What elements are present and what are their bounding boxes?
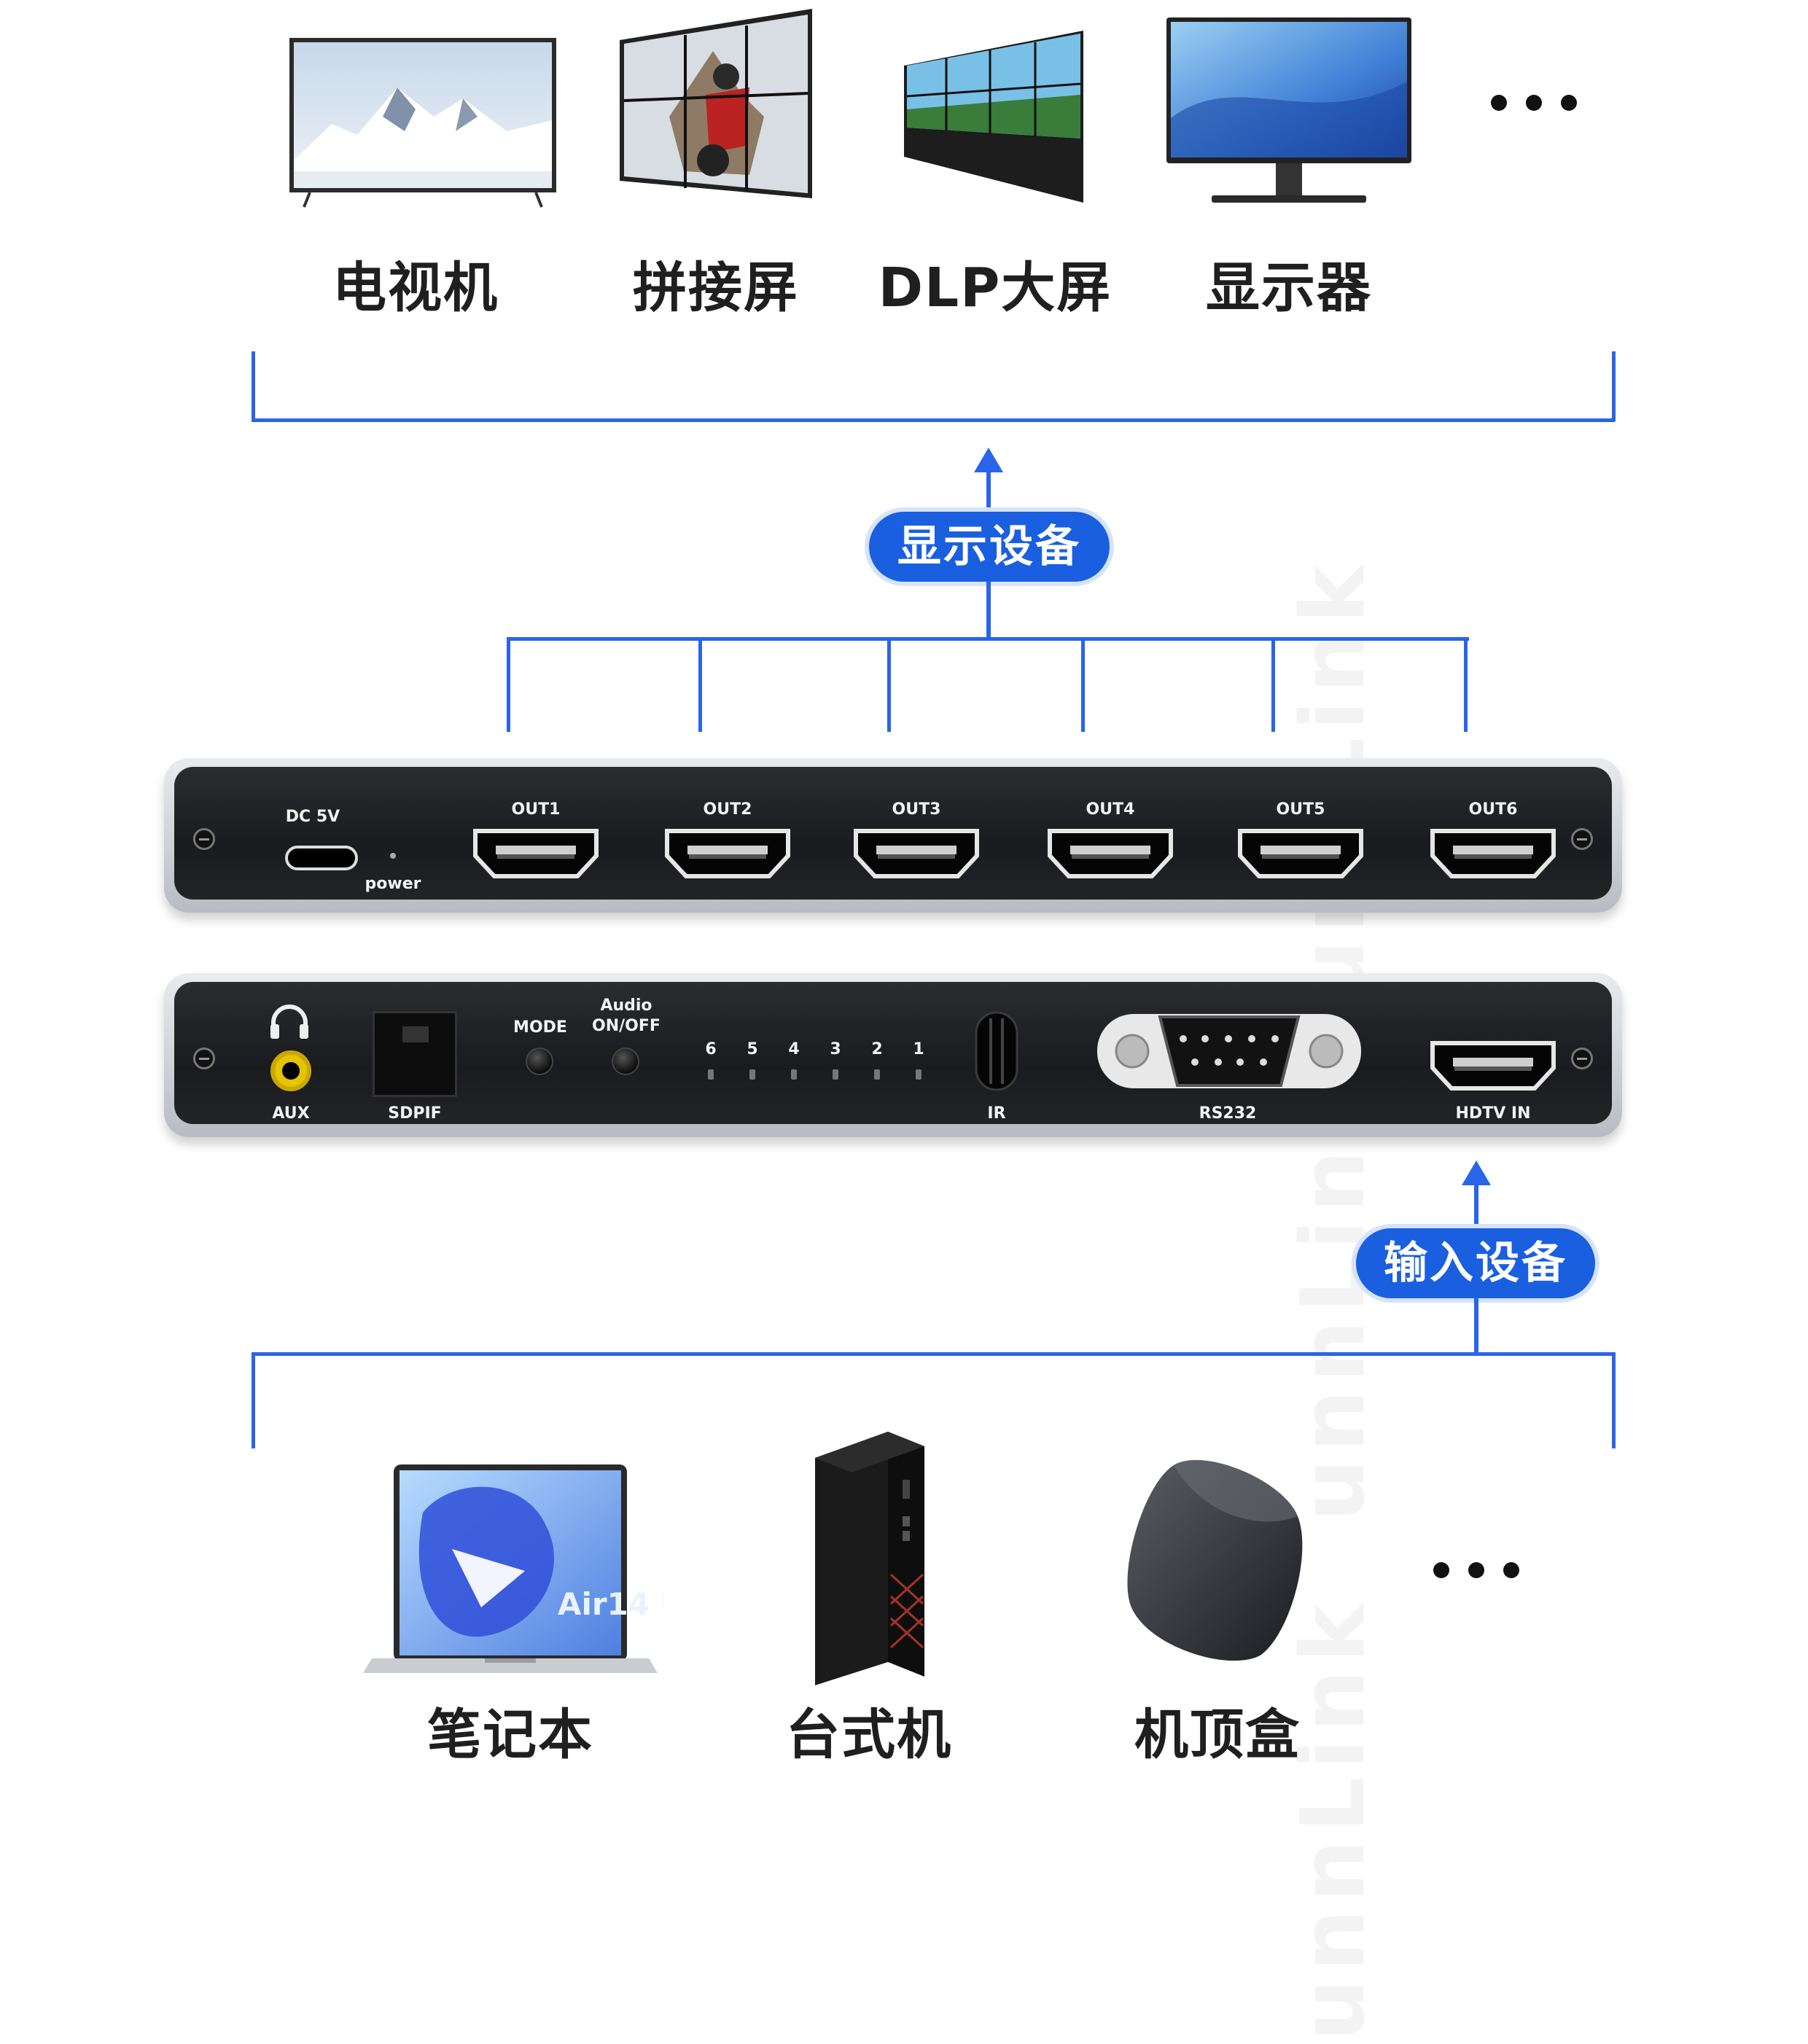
display-bracket-bar	[252, 418, 1615, 422]
power-led-icon	[390, 853, 396, 859]
led-indicator-4	[791, 1069, 797, 1080]
output-tree-stem	[986, 582, 991, 640]
screw-icon	[193, 828, 215, 850]
video-wall-icon	[618, 7, 814, 200]
led-indicator-3	[833, 1069, 838, 1080]
display-devices-tag: 显示设备	[869, 512, 1110, 582]
mode-label: MODE	[504, 1018, 577, 1037]
dc-label: DC 5V	[269, 808, 356, 826]
hdmi-port-icon	[852, 827, 981, 881]
output-branch-5	[1271, 637, 1275, 732]
screw-icon	[1571, 1048, 1593, 1069]
ir-receiver-icon	[975, 1011, 1018, 1091]
display-arrow-stem	[986, 471, 991, 515]
output-branch-6	[1464, 637, 1468, 732]
source-label-set-top-box: 机顶盒	[1072, 1691, 1363, 1769]
display-bracket-left	[252, 351, 255, 421]
led-label-1: 1	[904, 1040, 933, 1058]
tv-icon	[288, 36, 558, 208]
led-label-5: 5	[738, 1040, 767, 1058]
led-indicator-6	[708, 1069, 714, 1080]
aux-label: AUX	[254, 1104, 327, 1123]
out2-label: OUT2	[677, 800, 779, 819]
input-bracket-left	[252, 1352, 255, 1448]
audio-onoff-label: ON/OFF	[582, 1017, 670, 1035]
display-label-monitor: 显示器	[1143, 244, 1435, 322]
input-devices-tag: 输入设备	[1356, 1228, 1595, 1298]
spdif-port-icon	[373, 1011, 457, 1097]
out6-label: OUT6	[1442, 800, 1544, 819]
rear-panel-face: AUX SDPIF MODE Audio ON/OFF 6 5 4 3 2 1 …	[174, 982, 1612, 1124]
out1-label: OUT1	[485, 800, 587, 819]
led-label-6: 6	[696, 1040, 725, 1058]
arrow-up-display	[974, 448, 1003, 472]
set-top-box-icon	[1115, 1451, 1312, 1669]
spdif-label: SDPIF	[378, 1104, 451, 1123]
out5-label: OUT5	[1250, 800, 1352, 819]
dlp-wall-icon	[903, 29, 1085, 204]
output-branch-3	[887, 637, 891, 732]
aux-jack-icon	[270, 1050, 311, 1091]
usb-c-port-icon	[285, 846, 358, 870]
source-label-laptop: 笔记本	[365, 1691, 656, 1769]
hdmi-port-icon	[1428, 827, 1558, 881]
hdmi-port-icon	[1045, 827, 1175, 881]
ir-label: IR	[975, 1104, 1018, 1123]
out4-label: OUT4	[1059, 800, 1161, 819]
source-label-desktop: 台式机	[723, 1691, 1015, 1769]
input-tree-stem	[1474, 1298, 1478, 1356]
hdtv-in-label: HDTV IN	[1428, 1104, 1558, 1123]
out3-label: OUT3	[865, 800, 967, 819]
led-label-3: 3	[821, 1040, 850, 1058]
display-bracket-right	[1612, 351, 1616, 421]
monitor-icon	[1165, 16, 1413, 207]
screw-icon	[193, 1048, 215, 1069]
led-label-4: 4	[779, 1040, 808, 1058]
more-sources-ellipsis	[1433, 1562, 1519, 1578]
hdmi-port-icon	[471, 827, 601, 881]
led-indicator-2	[874, 1069, 880, 1080]
led-label-2: 2	[862, 1040, 892, 1058]
hdmi-in-port-icon	[1428, 1039, 1558, 1093]
output-branch-4	[1081, 637, 1085, 732]
audio-toggle-button[interactable]	[612, 1048, 639, 1075]
hdmi-port-icon	[1236, 827, 1365, 881]
arrow-up-input	[1462, 1161, 1491, 1185]
led-indicator-5	[749, 1069, 755, 1080]
display-label-video-wall: 拼接屏	[570, 244, 862, 322]
rs232-label: RS232	[1180, 1104, 1275, 1123]
rear-panel: AUX SDPIF MODE Audio ON/OFF 6 5 4 3 2 1 …	[164, 973, 1622, 1137]
output-tree-bar	[507, 637, 1469, 641]
output-branch-1	[507, 637, 510, 732]
hdmi-port-icon	[663, 827, 792, 881]
audio-label: Audio	[582, 996, 670, 1015]
input-arrow-stem	[1474, 1184, 1478, 1229]
more-displays-ellipsis	[1491, 95, 1577, 111]
headphone-icon	[268, 1002, 311, 1040]
display-label-tv: 电视机	[270, 244, 561, 322]
rs232-port-icon	[1094, 1004, 1364, 1099]
laptop-screen-text: Air14 Plus	[558, 1586, 663, 1622]
led-indicator-1	[916, 1069, 921, 1080]
power-label: power	[356, 875, 429, 893]
output-branch-2	[698, 637, 702, 732]
display-label-dlp: DLP大屏	[849, 244, 1141, 322]
screw-icon	[1571, 828, 1593, 850]
front-panel: DC 5V power OUT1 OUT2 OUT3 OUT4 OUT5 OUT…	[164, 758, 1622, 913]
laptop-icon: Air14 Plus	[357, 1462, 663, 1680]
input-bracket-right	[1612, 1352, 1616, 1448]
input-bracket-bar	[252, 1352, 1615, 1356]
desktop-tower-icon	[800, 1429, 932, 1691]
front-panel-face: DC 5V power OUT1 OUT2 OUT3 OUT4 OUT5 OUT…	[174, 767, 1612, 900]
mode-button[interactable]	[526, 1048, 553, 1075]
